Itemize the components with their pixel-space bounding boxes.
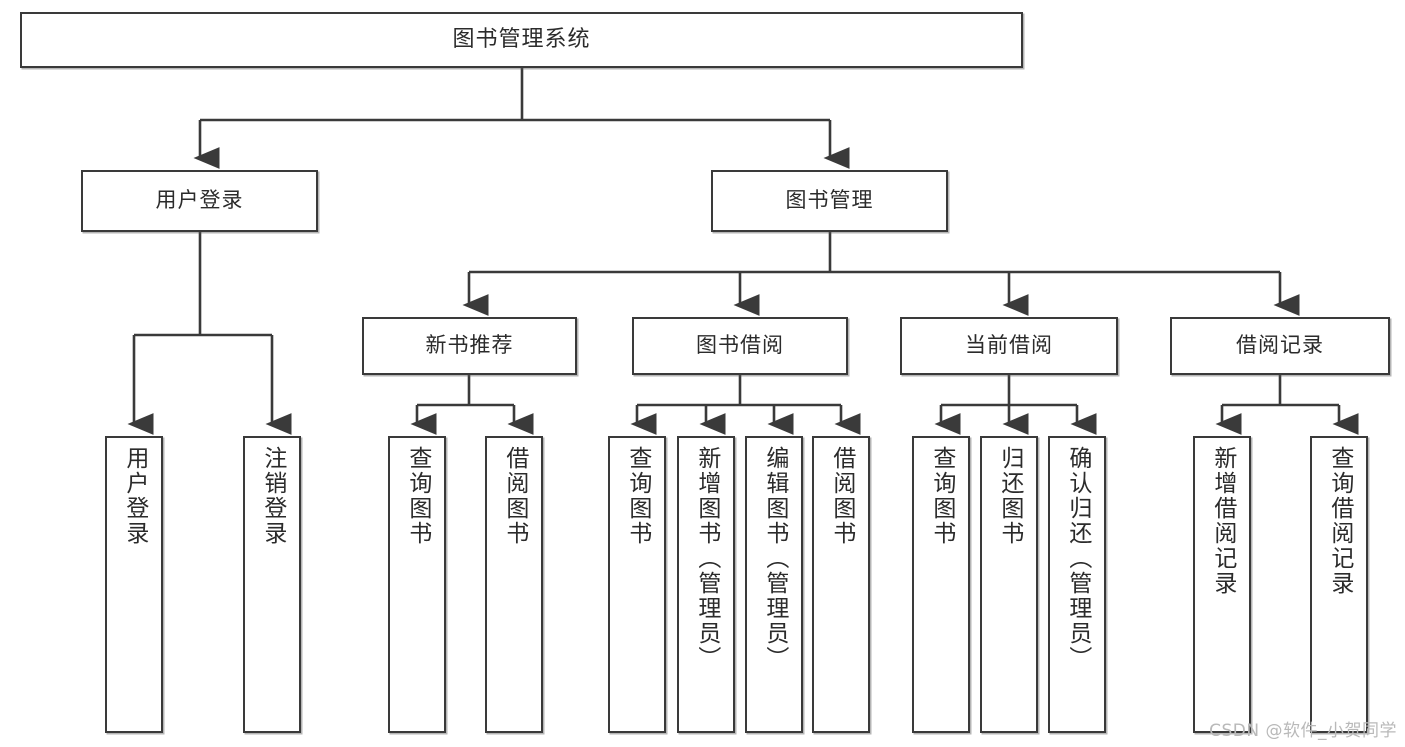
node-root-system[interactable]: 图书管理系统 — [20, 12, 1023, 68]
leaf-borrow-add-book[interactable]: 新增图书（管理员） — [677, 436, 735, 733]
node-label: 确认归还（管理员） — [1064, 446, 1091, 671]
node-user-login[interactable]: 用户登录 — [81, 170, 318, 232]
node-label: 新增借阅记录 — [1209, 446, 1236, 596]
node-label: 图书管理系统 — [452, 26, 591, 52]
node-label: 用户登录 — [121, 446, 148, 546]
leaf-recommend-borrow-book[interactable]: 借阅图书 — [485, 436, 543, 733]
leaf-record-add-record[interactable]: 新增借阅记录 — [1193, 436, 1251, 733]
node-label: 新书推荐 — [425, 333, 514, 358]
node-label: 归还图书 — [996, 446, 1023, 546]
leaf-user-login[interactable]: 用户登录 — [105, 436, 163, 733]
leaf-borrow-borrow-book[interactable]: 借阅图书 — [812, 436, 870, 733]
node-label: 借阅图书 — [828, 446, 855, 546]
watermark-csdn: CSDN @软件_小贺同学 — [1209, 721, 1397, 741]
node-label: 新增图书（管理员） — [693, 446, 720, 671]
node-label: 编辑图书（管理员） — [761, 446, 788, 671]
node-label: 图书借阅 — [696, 333, 784, 358]
leaf-recommend-query-book[interactable]: 查询图书 — [388, 436, 446, 733]
leaf-borrow-edit-book[interactable]: 编辑图书（管理员） — [745, 436, 803, 733]
node-label: 查询图书 — [624, 446, 651, 546]
leaf-user-logout[interactable]: 注销登录 — [243, 436, 301, 733]
node-label: 借阅记录 — [1236, 333, 1324, 358]
leaf-current-confirm-return[interactable]: 确认归还（管理员） — [1048, 436, 1106, 733]
node-label: 借阅图书 — [501, 446, 528, 546]
node-label: 查询图书 — [928, 446, 955, 546]
node-book-borrow[interactable]: 图书借阅 — [632, 317, 848, 375]
node-label: 当前借阅 — [965, 333, 1053, 358]
leaf-current-return-book[interactable]: 归还图书 — [980, 436, 1038, 733]
node-book-management[interactable]: 图书管理 — [711, 170, 948, 232]
node-label: 注销登录 — [259, 446, 286, 546]
node-label: 查询借阅记录 — [1326, 446, 1353, 596]
node-borrow-record[interactable]: 借阅记录 — [1170, 317, 1390, 375]
leaf-current-query-book[interactable]: 查询图书 — [912, 436, 970, 733]
node-new-book-recommend[interactable]: 新书推荐 — [362, 317, 577, 375]
node-current-borrow[interactable]: 当前借阅 — [900, 317, 1118, 375]
node-label: 图书管理 — [785, 188, 874, 213]
node-label: 用户登录 — [155, 188, 244, 213]
leaf-record-query-record[interactable]: 查询借阅记录 — [1310, 436, 1368, 733]
leaf-borrow-query-book[interactable]: 查询图书 — [608, 436, 666, 733]
node-label: 查询图书 — [404, 446, 431, 546]
